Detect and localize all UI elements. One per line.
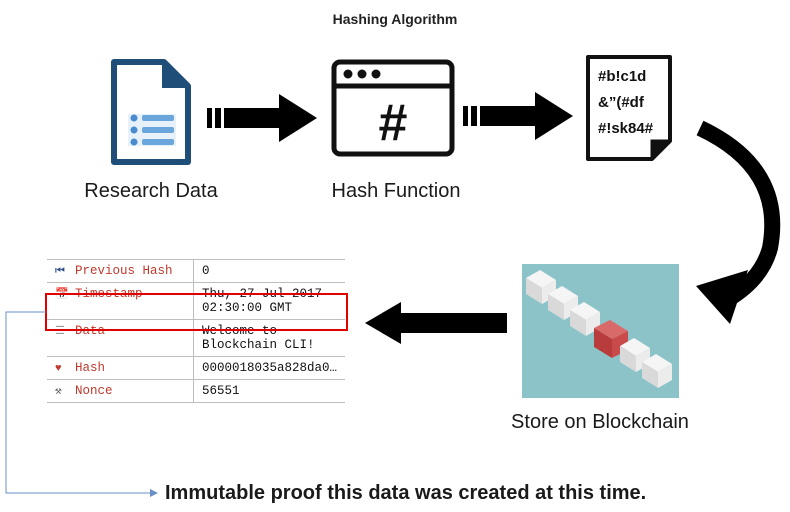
hash-function-label: Hash Function (311, 180, 481, 203)
store-on-blockchain-label: Store on Blockchain (500, 411, 700, 434)
arrow-right-icon (463, 90, 573, 142)
document-icon (108, 58, 192, 168)
hash-output-text: #b!c1d &”(#df #!sk84# (598, 64, 668, 142)
hash-output-line: #!sk84# (598, 116, 668, 142)
connector-arrow (0, 308, 170, 498)
hash-output-line: #b!c1d (598, 64, 668, 90)
hash-output-line: &”(#df (598, 90, 668, 116)
row-key: Previous Hash (75, 264, 173, 278)
curved-arrow-icon (690, 118, 790, 328)
hash-symbol: # (379, 94, 408, 152)
arrow-right-icon (207, 92, 317, 144)
research-data-label: Research Data (66, 180, 236, 203)
arrow-left-icon (365, 300, 507, 346)
row-value: 56551 (202, 384, 240, 398)
row-value: 0 (202, 264, 210, 278)
row-value: Blockchain CLI! (202, 338, 337, 352)
hash-function-icon: # (330, 58, 456, 158)
blockchain-image (522, 264, 679, 398)
diagram-title: Hashing Algorithm (0, 11, 790, 27)
rewind-icon: ⏮ (55, 266, 69, 278)
row-value: 0000018035a828da0… (202, 361, 337, 375)
proof-text: Immutable proof this data was created at… (165, 482, 765, 505)
table-row: ⏮ Previous Hash 0 (47, 260, 345, 283)
